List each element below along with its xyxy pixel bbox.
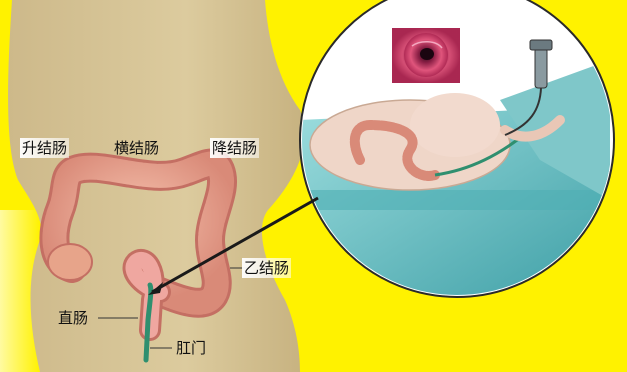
label-sigmoid-colon: 乙结肠 [242, 258, 291, 278]
colon-lumen-view-icon [392, 28, 460, 83]
label-transverse-colon: 横结肠 [112, 138, 161, 158]
label-rectum: 直肠 [56, 308, 90, 328]
label-anus: 肛门 [174, 338, 208, 358]
label-ascending-colon: 升结肠 [20, 138, 69, 158]
label-descending-colon: 降结肠 [210, 138, 259, 158]
